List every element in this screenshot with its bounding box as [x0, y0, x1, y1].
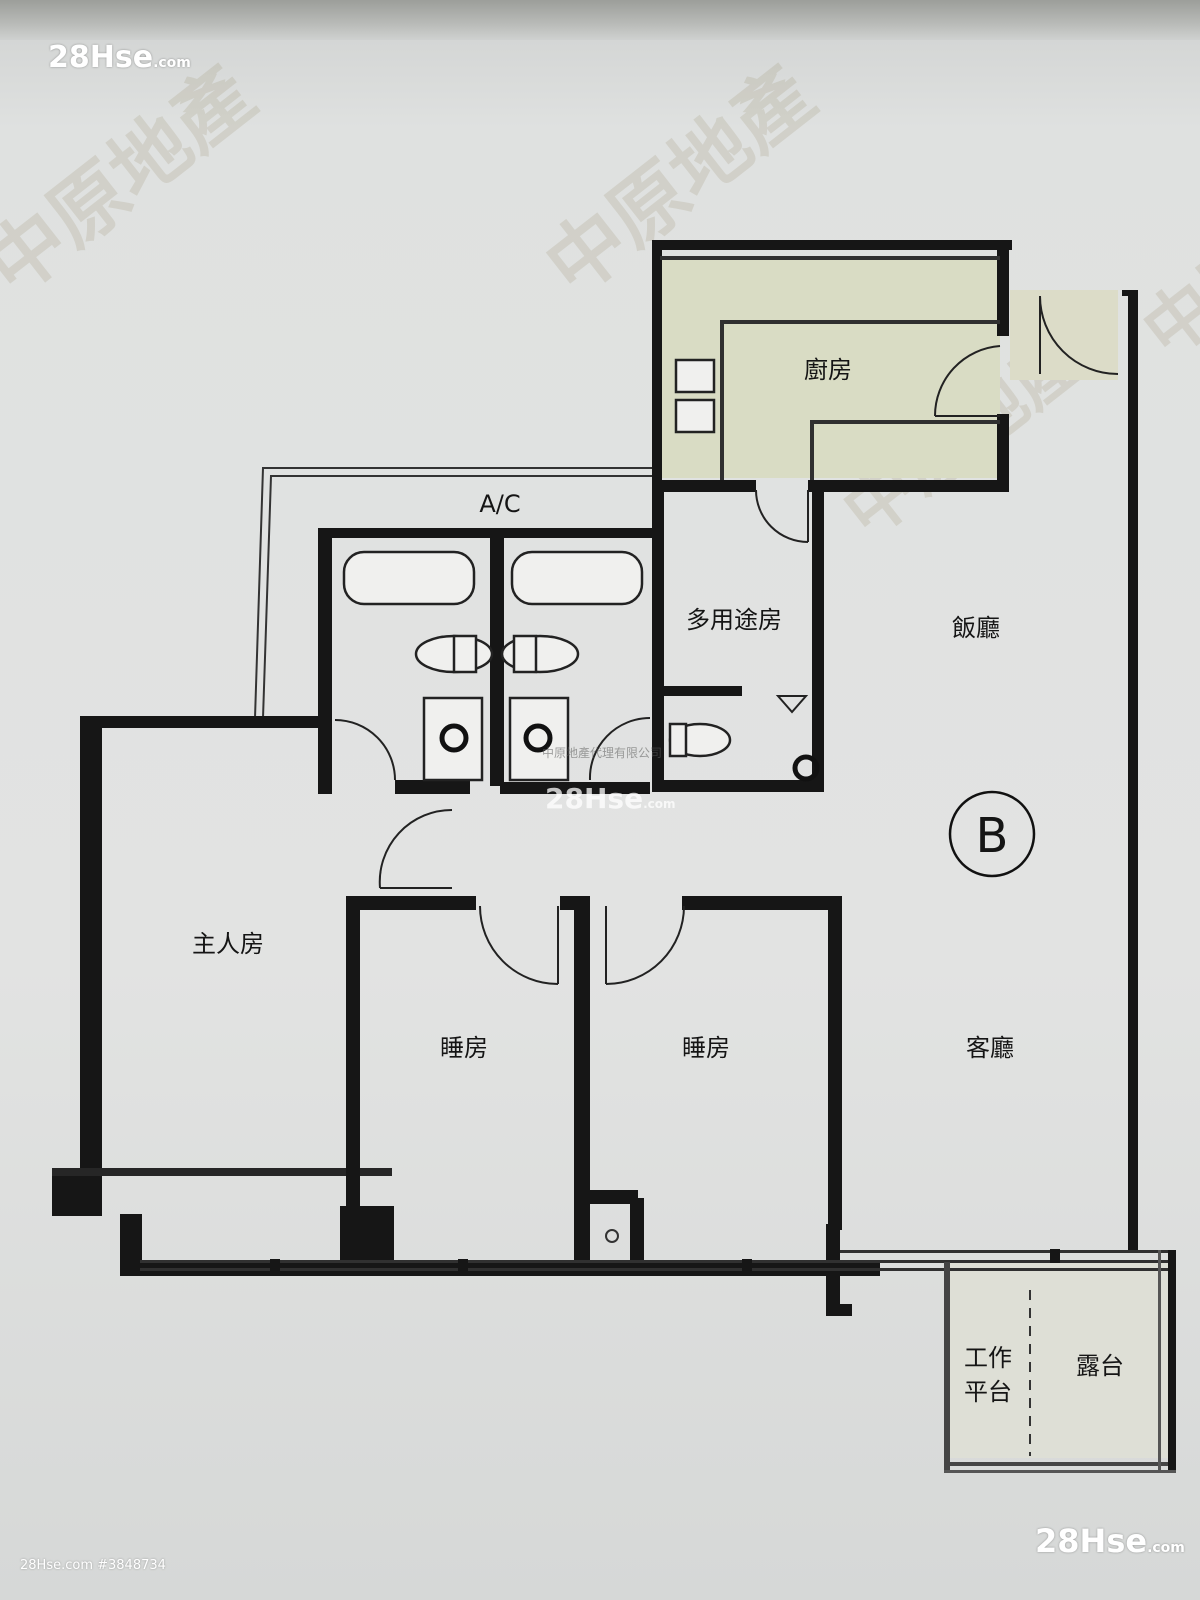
site-logo-text: 28Hse [545, 782, 644, 815]
room-label-dining: 飯廳 [952, 614, 1000, 642]
site-logo-text: 28Hse [48, 40, 154, 75]
room-label-bedroom-1: 睡房 [440, 1034, 488, 1062]
floor-drain-icon [605, 1229, 619, 1243]
site-logo-watermark: 28Hse.com [1035, 1522, 1185, 1560]
room-label-bedroom-2: 睡房 [682, 1034, 730, 1062]
doors [334, 295, 1119, 985]
drain-icon [439, 723, 469, 753]
drain-icon [792, 754, 820, 782]
kitchen-sink-icon [674, 358, 716, 394]
room-label-kitchen: 廚房 [804, 356, 852, 384]
drains [439, 723, 820, 782]
room-label-multipurpose: 多用途房 [686, 606, 782, 634]
room-label-utility-2: 平台 [964, 1378, 1012, 1406]
drain-icon [523, 723, 553, 753]
unit-label: B [976, 808, 1009, 864]
photo-id-caption: 28Hse.com #3848734 [20, 1558, 166, 1573]
bathtub-icon [342, 550, 476, 606]
room-label-living: 客廳 [966, 1034, 1014, 1062]
site-logo-watermark: 28Hse.com [48, 40, 191, 75]
agency-watermark-text: 中原地產代理有限公司 [542, 746, 663, 760]
site-logo-suffix: .com [1147, 1540, 1185, 1556]
site-logo-watermark: 28Hse.com [545, 782, 675, 815]
bathtub-icon [510, 550, 644, 606]
ac-platform [254, 467, 660, 719]
unit-marker [948, 790, 1036, 878]
room-label-balcony: 露台 [1076, 1352, 1124, 1380]
wardrobe-mark-icon [775, 695, 809, 714]
room-label-master-bedroom: 主人房 [192, 930, 264, 958]
site-logo-suffix: .com [643, 797, 676, 811]
shower-icon [422, 696, 484, 782]
walls [52, 240, 1176, 1473]
shower-icon [508, 696, 570, 782]
photo-top-edge [0, 0, 1200, 40]
room-label-ac: A/C [479, 490, 520, 518]
room-label-utility-1: 工作 [964, 1344, 1012, 1372]
fixtures [342, 358, 732, 782]
site-logo-text: 28Hse [1035, 1522, 1148, 1560]
site-logo-suffix: .com [153, 55, 191, 71]
entrance-area [1010, 290, 1118, 380]
balcony-area [950, 1262, 1168, 1458]
